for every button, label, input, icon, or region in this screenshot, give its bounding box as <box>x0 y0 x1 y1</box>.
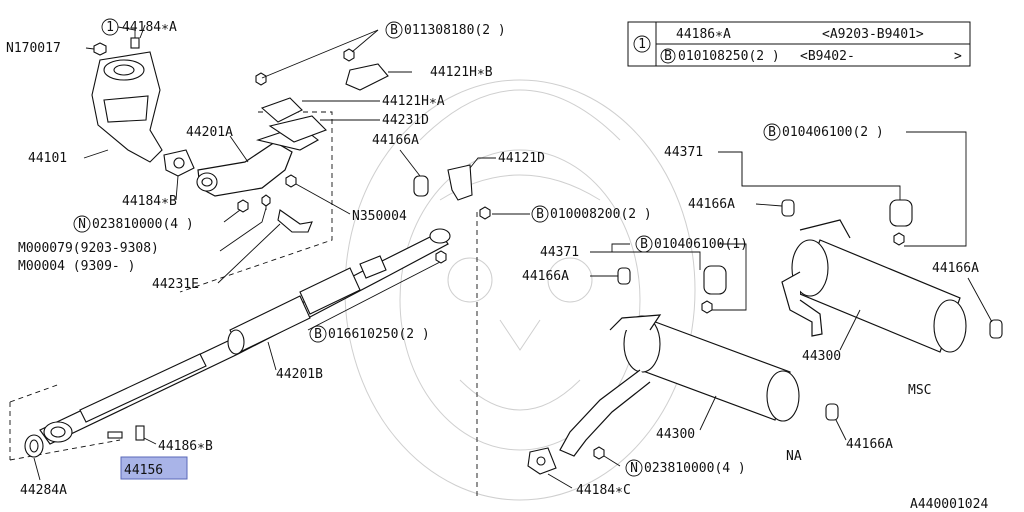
label-011308180[interactable]: 011308180(2 ) <box>404 23 506 38</box>
label-m00004[interactable]: M00004 (9309- ) <box>18 259 135 274</box>
svg-text:N: N <box>630 461 638 476</box>
label-44166a-msc-left[interactable]: 44166A <box>688 197 735 212</box>
svg-text:1: 1 <box>106 20 114 35</box>
label-44201a[interactable]: 44201A <box>186 125 233 140</box>
svg-text:B: B <box>768 125 776 140</box>
marker-b-011308180: B <box>385 21 403 39</box>
selected-part-44156[interactable]: 44156 <box>120 456 188 480</box>
label-44121d[interactable]: 44121D <box>498 151 545 166</box>
rubber-mount-44166a-na-left[interactable] <box>617 267 631 285</box>
rubber-mount-44166a-msc-right[interactable] <box>989 319 1003 339</box>
svg-text:44156: 44156 <box>124 463 163 478</box>
label-016610250[interactable]: 016610250(2 ) <box>328 327 430 342</box>
bolt-m000079[interactable] <box>261 194 271 210</box>
marker-one-44184a: 1 <box>101 18 119 36</box>
muffler-44300-na[interactable] <box>559 314 800 457</box>
svg-text:B: B <box>640 237 648 252</box>
bracket-44231e[interactable] <box>277 209 313 233</box>
label-44186b[interactable]: 44186∗B <box>158 439 213 454</box>
label-44300-na[interactable]: 44300 <box>656 427 695 442</box>
label-010406100-2[interactable]: 010406100(2 ) <box>782 125 884 140</box>
center-pipe-44201b[interactable] <box>39 228 451 445</box>
marker-b-010406100-1: B <box>635 235 653 253</box>
rubber-mount-44166a-msc-left[interactable] <box>781 199 795 217</box>
nut-023810000-bottom[interactable] <box>593 446 605 460</box>
label-44371-top[interactable]: 44371 <box>664 145 703 160</box>
marker-n-023810000-top: N <box>73 215 91 233</box>
label-44184a[interactable]: 44184∗A <box>122 20 177 35</box>
rubber-mount-44371-msc[interactable] <box>889 199 913 246</box>
heat-shield-44231d[interactable] <box>268 115 327 143</box>
label-44166a-na-left[interactable]: 44166A <box>522 269 569 284</box>
label-msc: MSC <box>908 383 931 398</box>
svg-text:>: > <box>954 49 962 64</box>
rubber-mount-44166a-top[interactable] <box>413 175 429 197</box>
bolt-011308180[interactable] <box>255 48 355 86</box>
label-023810000-bottom[interactable]: 023810000(4 ) <box>644 461 746 476</box>
rubber-mount-44371-na[interactable] <box>701 265 727 314</box>
label-44121hb[interactable]: 44121H∗B <box>430 65 493 80</box>
label-44101[interactable]: 44101 <box>28 151 67 166</box>
label-n170017[interactable]: N170017 <box>6 41 61 56</box>
marker-b-010008200: B <box>531 205 549 223</box>
label-m000079[interactable]: M000079(9203-9308) <box>18 241 159 256</box>
nut-n350004[interactable] <box>285 174 297 188</box>
bolt-010008200[interactable] <box>479 206 491 220</box>
heat-shield-44121hb[interactable] <box>345 63 389 91</box>
legend-row2-range: <B9402- <box>800 49 855 64</box>
label-44371-mid[interactable]: 44371 <box>540 245 579 260</box>
marker-n-023810000-bottom: N <box>625 459 643 477</box>
nut-n170017[interactable] <box>93 42 107 56</box>
bolt-016610250[interactable] <box>435 250 447 264</box>
diagram-id: A440001024 <box>910 497 988 512</box>
label-44184b[interactable]: 44184∗B <box>122 194 177 209</box>
label-44284a[interactable]: 44284A <box>20 483 67 498</box>
heat-shield-44121ha[interactable] <box>260 97 303 123</box>
svg-text:N: N <box>78 217 86 232</box>
label-44166a-top[interactable]: 44166A <box>372 133 419 148</box>
label-44184c[interactable]: 44184∗C <box>576 483 631 498</box>
label-na: NA <box>786 449 802 464</box>
nut-023810000-top[interactable] <box>237 199 249 213</box>
spring-44156[interactable] <box>107 425 145 441</box>
label-44231e[interactable]: 44231E <box>152 277 199 292</box>
legend-row1-range: <A9203-B9401> <box>822 27 924 42</box>
label-44231d[interactable]: 44231D <box>382 113 429 128</box>
label-023810000-top[interactable]: 023810000(4 ) <box>92 217 194 232</box>
gasket-44284a[interactable] <box>24 434 44 458</box>
marker-b-016610250: B <box>309 325 327 343</box>
svg-text:1: 1 <box>638 37 646 52</box>
label-44201b[interactable]: 44201B <box>276 367 323 382</box>
marker-b-010406100-2: B <box>763 123 781 141</box>
label-44300-msc[interactable]: 44300 <box>802 349 841 364</box>
label-010008200[interactable]: 010008200(2 ) <box>550 207 652 222</box>
muffler-44300-msc[interactable] <box>781 219 967 353</box>
part-labels: 44184∗A N170017 44101 44184∗B 023810000(… <box>6 20 988 512</box>
legend-row1-part[interactable]: 44186∗A <box>676 27 731 42</box>
label-010406100-1[interactable]: 010406100(1) <box>654 237 748 252</box>
bolt-44184a[interactable] <box>130 28 140 49</box>
gasket-44184b[interactable] <box>163 149 195 177</box>
hanger-44121d[interactable] <box>447 164 473 201</box>
svg-text:B: B <box>664 49 672 64</box>
rubber-mount-44166a-na-right[interactable] <box>825 403 839 421</box>
gasket-44184c[interactable] <box>527 447 557 475</box>
legend-box: 1 44186∗A <A9203-B9401> B 010108250(2 ) … <box>627 21 971 67</box>
svg-text:B: B <box>390 23 398 38</box>
flange-44186b[interactable] <box>43 421 73 443</box>
svg-text:B: B <box>314 327 322 342</box>
label-n350004[interactable]: N350004 <box>352 209 407 224</box>
label-44166a-msc-right[interactable]: 44166A <box>932 261 979 276</box>
legend-row2-part[interactable]: 010108250(2 ) <box>678 49 780 64</box>
leader-lines <box>33 24 993 489</box>
label-44121ha[interactable]: 44121H∗A <box>382 94 445 109</box>
exhaust-manifold-44101[interactable] <box>91 51 163 163</box>
label-44166a-na-right[interactable]: 44166A <box>846 437 893 452</box>
svg-text:B: B <box>536 207 544 222</box>
watermark-emblem <box>344 79 696 501</box>
